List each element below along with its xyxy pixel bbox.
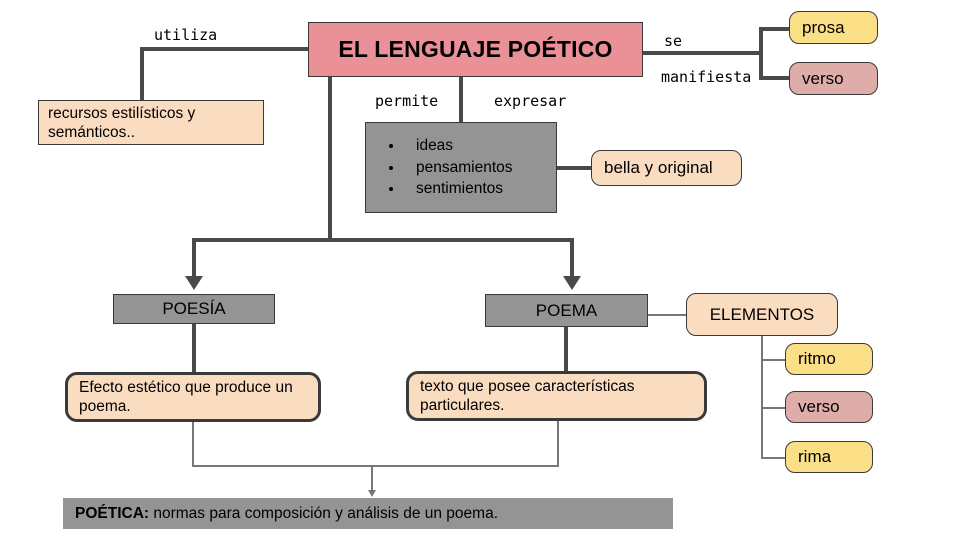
node-ritmo-label: ritmo	[798, 349, 836, 368]
node-elementos-label: ELEMENTOS	[709, 304, 815, 324]
edge-root-to-recursos-vertical	[140, 47, 144, 101]
edge-root-to-recursos-horizontal	[140, 47, 310, 51]
edge-label-utiliza: utiliza	[154, 26, 218, 44]
node-poetica-bold-label: POÉTICA:	[75, 505, 150, 522]
list-item: sentimientos	[404, 178, 513, 200]
arrow-to-poesia	[185, 276, 203, 290]
arrow-to-poema	[563, 276, 581, 290]
node-recursos[interactable]: recursos estilísticos y semánticos..	[38, 100, 264, 145]
node-expresar-list[interactable]: ideas pensamientos sentimientos	[365, 122, 557, 213]
node-texto-caracteristicas[interactable]: texto que posee características particul…	[406, 371, 707, 421]
edge-split-right-down	[570, 238, 574, 278]
node-verso-elemento[interactable]: verso	[785, 391, 873, 423]
node-texto-label: texto que posee características particul…	[420, 378, 635, 414]
node-ritmo[interactable]: ritmo	[785, 343, 873, 375]
node-efecto-estetico[interactable]: Efecto estético que produce un poema.	[65, 372, 321, 422]
node-poesia-label: POESÍA	[162, 299, 226, 318]
edge-label-manifiesta: manifiesta	[661, 68, 752, 86]
node-poema-label: POEMA	[535, 300, 598, 320]
edge-elementos-vertical	[761, 336, 763, 458]
node-poetica-text: POÉTICA: normas para composición y análi…	[75, 504, 661, 523]
node-bella-y-original[interactable]: bella y original	[591, 150, 742, 186]
edge-manifestacion-vertical	[759, 27, 763, 79]
edge-label-permite: permite	[375, 92, 439, 110]
edge-elementos-to-rima	[761, 457, 785, 459]
expresar-bullet-list: ideas pensamientos sentimientos	[366, 135, 513, 200]
edge-efecto-down	[192, 421, 194, 466]
edge-root-to-manifestacion-horizontal	[641, 51, 762, 55]
edge-elementos-to-verso	[761, 407, 785, 409]
node-prosa-label: prosa	[802, 17, 845, 37]
edge-split-left-down	[192, 238, 196, 278]
node-root[interactable]: EL LENGUAJE POÉTICO	[308, 22, 643, 77]
node-prosa[interactable]: prosa	[789, 11, 878, 44]
edge-poesia-to-efecto	[192, 323, 196, 374]
edge-split-bar	[192, 238, 573, 242]
edge-to-prosa	[759, 27, 792, 31]
node-poetica[interactable]: POÉTICA: normas para composición y análi…	[63, 498, 673, 529]
node-root-label: EL LENGUAJE POÉTICO	[338, 36, 613, 62]
edge-poema-to-elementos	[648, 314, 688, 316]
node-verso-top-label: verso	[802, 68, 844, 88]
node-bella-label: bella y original	[604, 158, 713, 177]
list-item: pensamientos	[404, 157, 513, 179]
node-poetica-rest-label: normas para composición y análisis de un…	[149, 505, 498, 522]
edge-poema-to-texto	[564, 326, 568, 373]
node-poesia[interactable]: POESÍA	[113, 294, 275, 324]
arrow-to-poetica	[368, 490, 376, 497]
node-elementos[interactable]: ELEMENTOS	[686, 293, 838, 336]
edge-expresar-to-bella	[555, 166, 593, 170]
edge-to-verso-top	[759, 76, 792, 80]
edge-label-expresar: expresar	[494, 92, 567, 110]
node-verso-top[interactable]: verso	[789, 62, 878, 95]
node-recursos-label: recursos estilísticos y semánticos..	[48, 104, 196, 141]
node-rima[interactable]: rima	[785, 441, 873, 473]
list-item: ideas	[404, 135, 513, 157]
edge-root-trunk-vertical	[328, 76, 332, 240]
edge-poetica-down	[371, 465, 373, 491]
node-verso-elemento-label: verso	[798, 397, 840, 416]
edge-label-se: se	[664, 32, 683, 50]
edge-poetica-bar	[192, 465, 559, 467]
edge-root-to-expresar	[459, 76, 463, 124]
node-rima-label: rima	[798, 447, 832, 466]
edge-texto-down	[557, 421, 559, 466]
node-efecto-label: Efecto estético que produce un poema.	[79, 379, 293, 415]
node-poema[interactable]: POEMA	[485, 294, 648, 327]
edge-elementos-to-ritmo	[761, 359, 785, 361]
